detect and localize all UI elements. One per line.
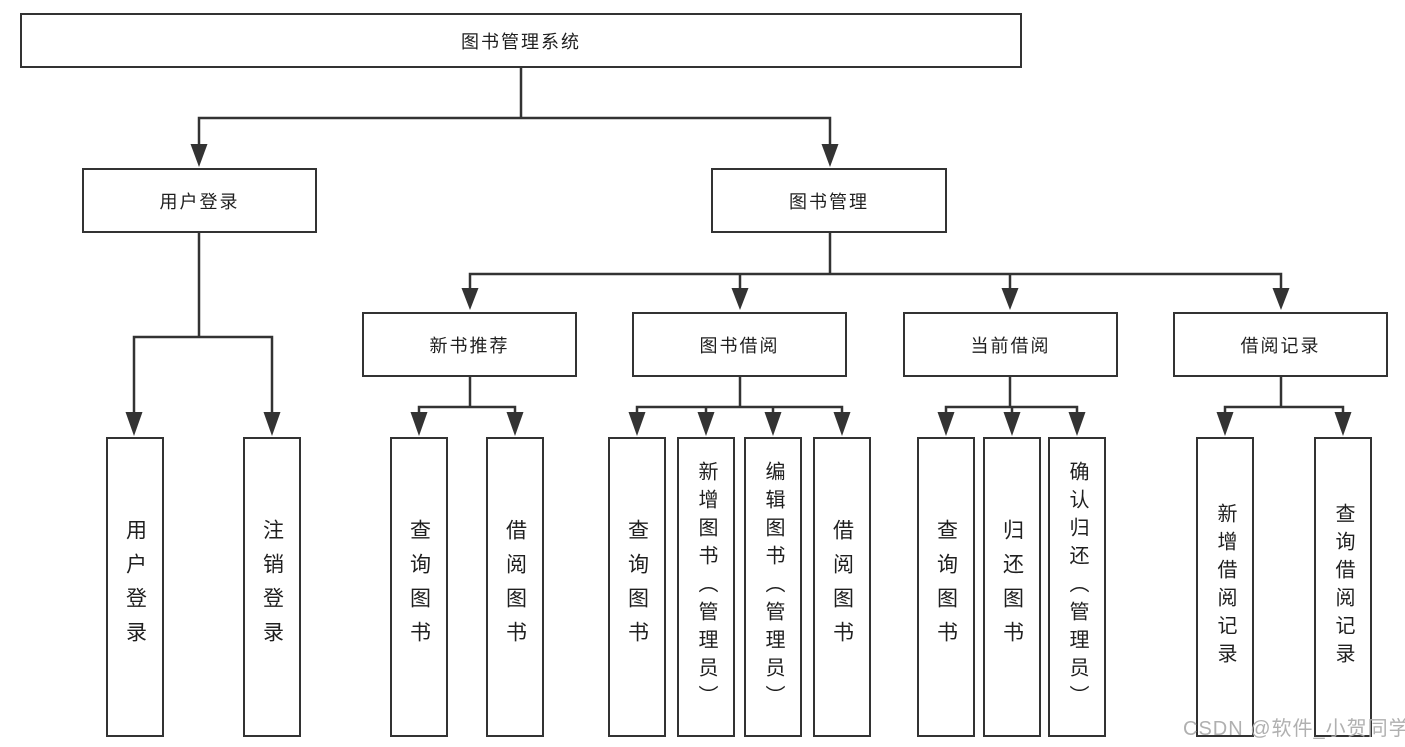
leaf-confirm-return-admin: 确认归还（管理员）	[1048, 437, 1106, 737]
node-book-mgmt-label: 图书管理	[789, 191, 869, 212]
leaf-logout: 注销登录	[243, 437, 301, 737]
group-label: 新书推荐	[429, 335, 510, 356]
node-book-mgmt-module: 图书管理	[711, 168, 947, 233]
leaf-edit-books-admin: 编辑图书（管理员）	[744, 437, 802, 737]
leaf-borrow-books-1: 借阅图书	[486, 437, 544, 737]
node-current-borrowing: 当前借阅	[903, 312, 1118, 377]
leaf-label: 查询借阅记录	[1332, 503, 1354, 671]
group-label: 借阅记录	[1240, 335, 1321, 356]
node-book-borrowing: 图书借阅	[632, 312, 847, 377]
leaf-user-login: 用户登录	[106, 437, 164, 737]
node-user-login-module: 用户登录	[82, 168, 317, 233]
leaf-label: 注销登录	[260, 519, 284, 655]
leaf-label: 归还图书	[1000, 519, 1024, 655]
leaf-label: 新增图书（管理员）	[695, 461, 717, 713]
csdn-watermark: CSDN @软件_小贺同学	[1183, 718, 1405, 740]
node-borrowing-records: 借阅记录	[1173, 312, 1388, 377]
leaf-borrow-books-2: 借阅图书	[813, 437, 871, 737]
leaf-label: 用户登录	[123, 519, 147, 655]
group-label: 图书借阅	[699, 335, 780, 356]
leaf-label: 查询图书	[625, 519, 649, 655]
leaf-label: 借阅图书	[503, 519, 527, 655]
leaf-query-books-1: 查询图书	[390, 437, 448, 737]
leaf-label: 借阅图书	[830, 519, 854, 655]
node-root-label: 图书管理系统	[461, 31, 581, 52]
node-root-system: 图书管理系统	[20, 13, 1022, 68]
leaf-label: 编辑图书（管理员）	[762, 461, 784, 713]
leaf-add-borrow-record: 新增借阅记录	[1196, 437, 1254, 737]
leaf-add-books-admin: 新增图书（管理员）	[677, 437, 735, 737]
leaf-label: 新增借阅记录	[1214, 503, 1236, 671]
arrowhead-icons	[125, 144, 1352, 436]
leaf-label: 查询图书	[934, 519, 958, 655]
leaf-return-books: 归还图书	[983, 437, 1041, 737]
node-new-book-recommend: 新书推荐	[362, 312, 577, 377]
leaf-query-books-3: 查询图书	[917, 437, 975, 737]
leaf-query-books-2: 查询图书	[608, 437, 666, 737]
node-user-login-label: 用户登录	[159, 191, 240, 212]
leaf-label: 确认归还（管理员）	[1066, 461, 1088, 713]
group-label: 当前借阅	[970, 335, 1051, 356]
leaf-label: 查询图书	[407, 519, 431, 655]
leaf-query-borrow-record: 查询借阅记录	[1314, 437, 1372, 737]
